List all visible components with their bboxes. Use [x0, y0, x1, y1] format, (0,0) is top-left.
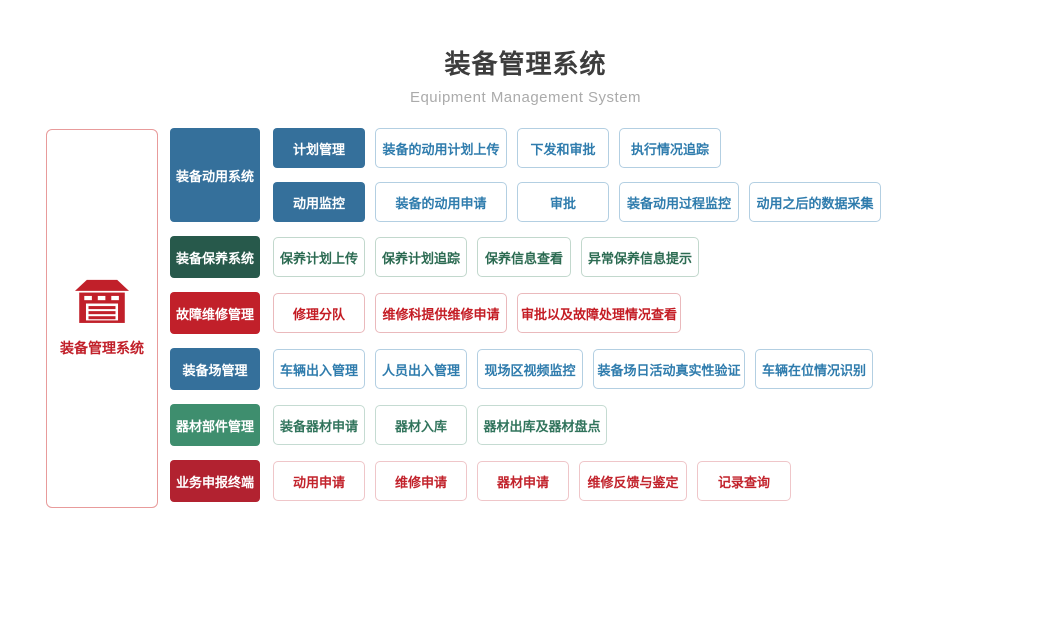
section-items: 动用申请 维修申请 器材申请 维修反馈与鉴定 记录查询 — [273, 461, 791, 501]
diagram-node: 器材申请 — [477, 461, 569, 501]
section-business-terminal: 业务申报终端 动用申请 维修申请 器材申请 维修反馈与鉴定 记录查询 — [170, 460, 881, 502]
section-fault-repair: 故障维修管理 修理分队 维修科提供维修申请 审批以及故障处理情况查看 — [170, 292, 881, 334]
diagram-node: 器材入库 — [375, 405, 467, 445]
section-material-parts: 器材部件管理 装备器材申请 器材入库 器材出库及器材盘点 — [170, 404, 881, 446]
page-title: 装备管理系统 — [444, 49, 607, 79]
diagram-node: 审批 — [517, 182, 609, 222]
category-node: 器材部件管理 — [170, 404, 260, 446]
diagram-node: 保养计划上传 — [273, 237, 365, 277]
diagram-node: 维修反馈与鉴定 — [579, 461, 687, 501]
root-node-label: 装备管理系统 — [60, 340, 144, 356]
category-node: 业务申报终端 — [170, 460, 260, 502]
diagram-node: 器材出库及器材盘点 — [477, 405, 607, 445]
diagram-node: 维修科提供维修申请 — [375, 293, 507, 333]
diagram-node: 下发和审批 — [517, 128, 609, 168]
section-equipment-mobilization: 装备动用系统 计划管理 装备的动用计划上传 下发和审批 执行情况追踪 动用监控 … — [170, 128, 881, 222]
diagram-node: 审批以及故障处理情况查看 — [517, 293, 681, 333]
diagram-node: 保养信息查看 — [477, 237, 571, 277]
diagram-node: 装备器材申请 — [273, 405, 365, 445]
section-equipment-yard: 装备场管理 车辆出入管理 人员出入管理 现场区视频监控 装备场日活动真实性验证 … — [170, 348, 881, 390]
category-node: 装备保养系统 — [170, 236, 260, 278]
subcategory-node: 动用监控 — [273, 182, 365, 222]
diagram-node: 现场区视频监控 — [477, 349, 583, 389]
diagram-node: 装备的动用计划上传 — [375, 128, 507, 168]
group-plan-management: 计划管理 装备的动用计划上传 下发和审批 执行情况追踪 — [273, 128, 881, 168]
diagram-main: 装备动用系统 计划管理 装备的动用计划上传 下发和审批 执行情况追踪 动用监控 … — [170, 128, 881, 502]
page-subtitle: Equipment Management System — [409, 89, 642, 106]
root-node: 装备管理系统 — [46, 129, 158, 508]
diagram-node: 维修申请 — [375, 461, 467, 501]
category-node: 装备场管理 — [170, 348, 260, 390]
header: 装备管理系统 Equipment Management System — [0, 44, 1051, 106]
diagram-node: 车辆在位情况识别 — [755, 349, 873, 389]
diagram-node: 装备的动用申请 — [375, 182, 507, 222]
group-mobilization-monitor: 动用监控 装备的动用申请 审批 装备动用过程监控 动用之后的数据采集 — [273, 182, 881, 222]
diagram-node: 装备场日活动真实性验证 — [593, 349, 745, 389]
section-groups: 计划管理 装备的动用计划上传 下发和审批 执行情况追踪 动用监控 装备的动用申请… — [273, 128, 881, 222]
section-items: 装备器材申请 器材入库 器材出库及器材盘点 — [273, 405, 607, 445]
diagram-node: 人员出入管理 — [375, 349, 467, 389]
section-items: 修理分队 维修科提供维修申请 审批以及故障处理情况查看 — [273, 293, 681, 333]
diagram-node: 保养计划追踪 — [375, 237, 467, 277]
diagram-node: 异常保养信息提示 — [581, 237, 699, 277]
diagram-node: 修理分队 — [273, 293, 365, 333]
section-maintenance: 装备保养系统 保养计划上传 保养计划追踪 保养信息查看 异常保养信息提示 — [170, 236, 881, 278]
diagram-node: 动用申请 — [273, 461, 365, 501]
garage-icon — [75, 279, 129, 328]
diagram-node: 执行情况追踪 — [619, 128, 721, 168]
diagram-node: 记录查询 — [697, 461, 791, 501]
diagram-node: 动用之后的数据采集 — [749, 182, 881, 222]
category-node: 故障维修管理 — [170, 292, 260, 334]
section-items: 车辆出入管理 人员出入管理 现场区视频监控 装备场日活动真实性验证 车辆在位情况… — [273, 349, 873, 389]
section-items: 保养计划上传 保养计划追踪 保养信息查看 异常保养信息提示 — [273, 237, 699, 277]
diagram-node: 装备动用过程监控 — [619, 182, 739, 222]
subcategory-node: 计划管理 — [273, 128, 365, 168]
category-node: 装备动用系统 — [170, 128, 260, 222]
diagram-node: 车辆出入管理 — [273, 349, 365, 389]
